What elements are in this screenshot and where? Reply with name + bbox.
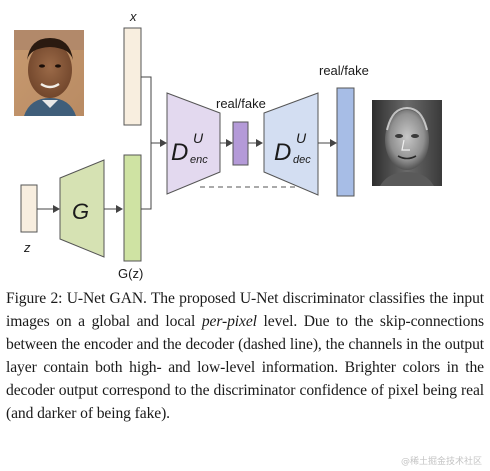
input-x-bar (123, 27, 142, 126)
decoder-block (263, 92, 319, 196)
encoder-block (166, 92, 221, 195)
generator-block (59, 159, 105, 258)
caption-text-part1: Figure 2: U-Net GAN. The proposed U-Net … (6, 290, 484, 330)
encoder-label-sup: U (193, 130, 204, 146)
decoder-label-main: D (274, 139, 291, 166)
caption-text-part2: level. Due to the skip-connections betwe… (6, 313, 484, 422)
input-z-bar (20, 184, 38, 233)
label-gz: G(z) (118, 266, 143, 281)
label-z: z (23, 240, 31, 255)
encoder-label-sub: enc (190, 154, 208, 166)
decoder-label-sup: U (296, 130, 307, 146)
encoder-label-main: D (171, 139, 188, 166)
pixel-output-bar (336, 87, 355, 197)
global-output-bar (232, 121, 249, 166)
label-realfake-global: real/fake (216, 96, 266, 111)
caption-italic-per-pixel: per-pixel (201, 313, 257, 330)
label-x: x (129, 9, 137, 24)
connector-x-to-encoder (141, 76, 166, 144)
label-g: G (72, 199, 89, 224)
watermark-text: @稀土掘金技术社区 (400, 457, 482, 467)
decoder-label-sub: dec (293, 154, 311, 166)
figure-caption: Figure 2: U-Net GAN. The proposed U-Net … (6, 287, 484, 425)
input-face-photo (14, 30, 84, 116)
connector-gz-to-encoder (141, 143, 152, 210)
output-confidence-map (372, 100, 442, 186)
label-realfake-pixel: real/fake (319, 63, 369, 78)
gz-bar (123, 154, 142, 262)
unet-gan-diagram: x z G G(z) D U enc real/fake D U dec (14, 9, 442, 281)
